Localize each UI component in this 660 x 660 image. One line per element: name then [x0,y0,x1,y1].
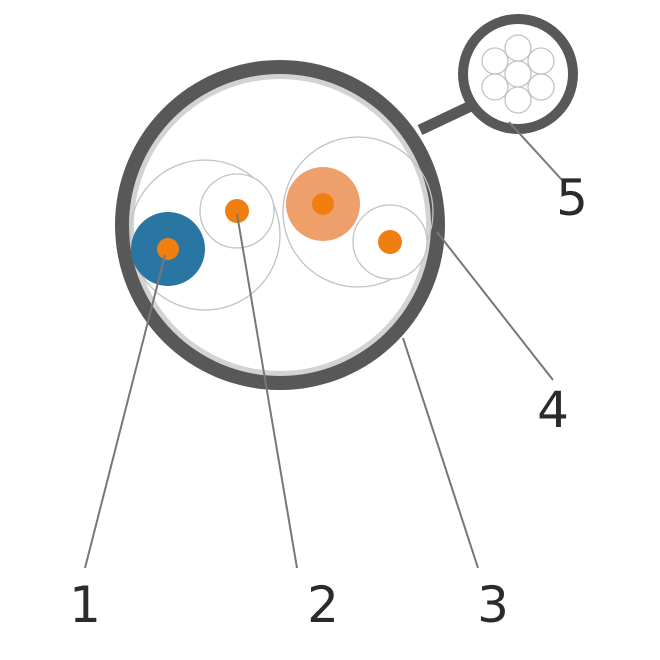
leader-lines [84,121,563,569]
left-pair-outline [129,159,281,311]
messenger-strand [481,47,509,75]
messenger-strand [527,73,555,101]
leader-line-3 [402,337,479,569]
callout-label-2: 2 [307,576,339,634]
messenger-strand [481,73,509,101]
orange-conductor-core-left-blue [157,238,179,260]
leader-line-2 [236,213,298,569]
cable-interior [134,79,426,371]
messenger-strand [504,60,532,88]
callout-label-1: 1 [69,576,101,634]
messenger-strand [504,86,532,114]
leader-line-1 [84,254,166,569]
orange-conductor-core-left-white [225,199,249,223]
messenger-strand [527,47,555,75]
messenger-web [417,99,478,135]
callout-label-3: 3 [477,576,509,634]
right-pair-outline [282,136,434,288]
callout-label-5: 5 [556,169,588,227]
messenger-strands [481,34,555,114]
orange-conductor-core-right-peach [312,193,334,215]
callout-label-4: 4 [537,381,569,439]
messenger-strand [504,34,532,62]
orange-conductor-core-right-white [378,230,402,254]
leader-line-4 [436,231,554,381]
leader-line-5 [508,121,563,181]
